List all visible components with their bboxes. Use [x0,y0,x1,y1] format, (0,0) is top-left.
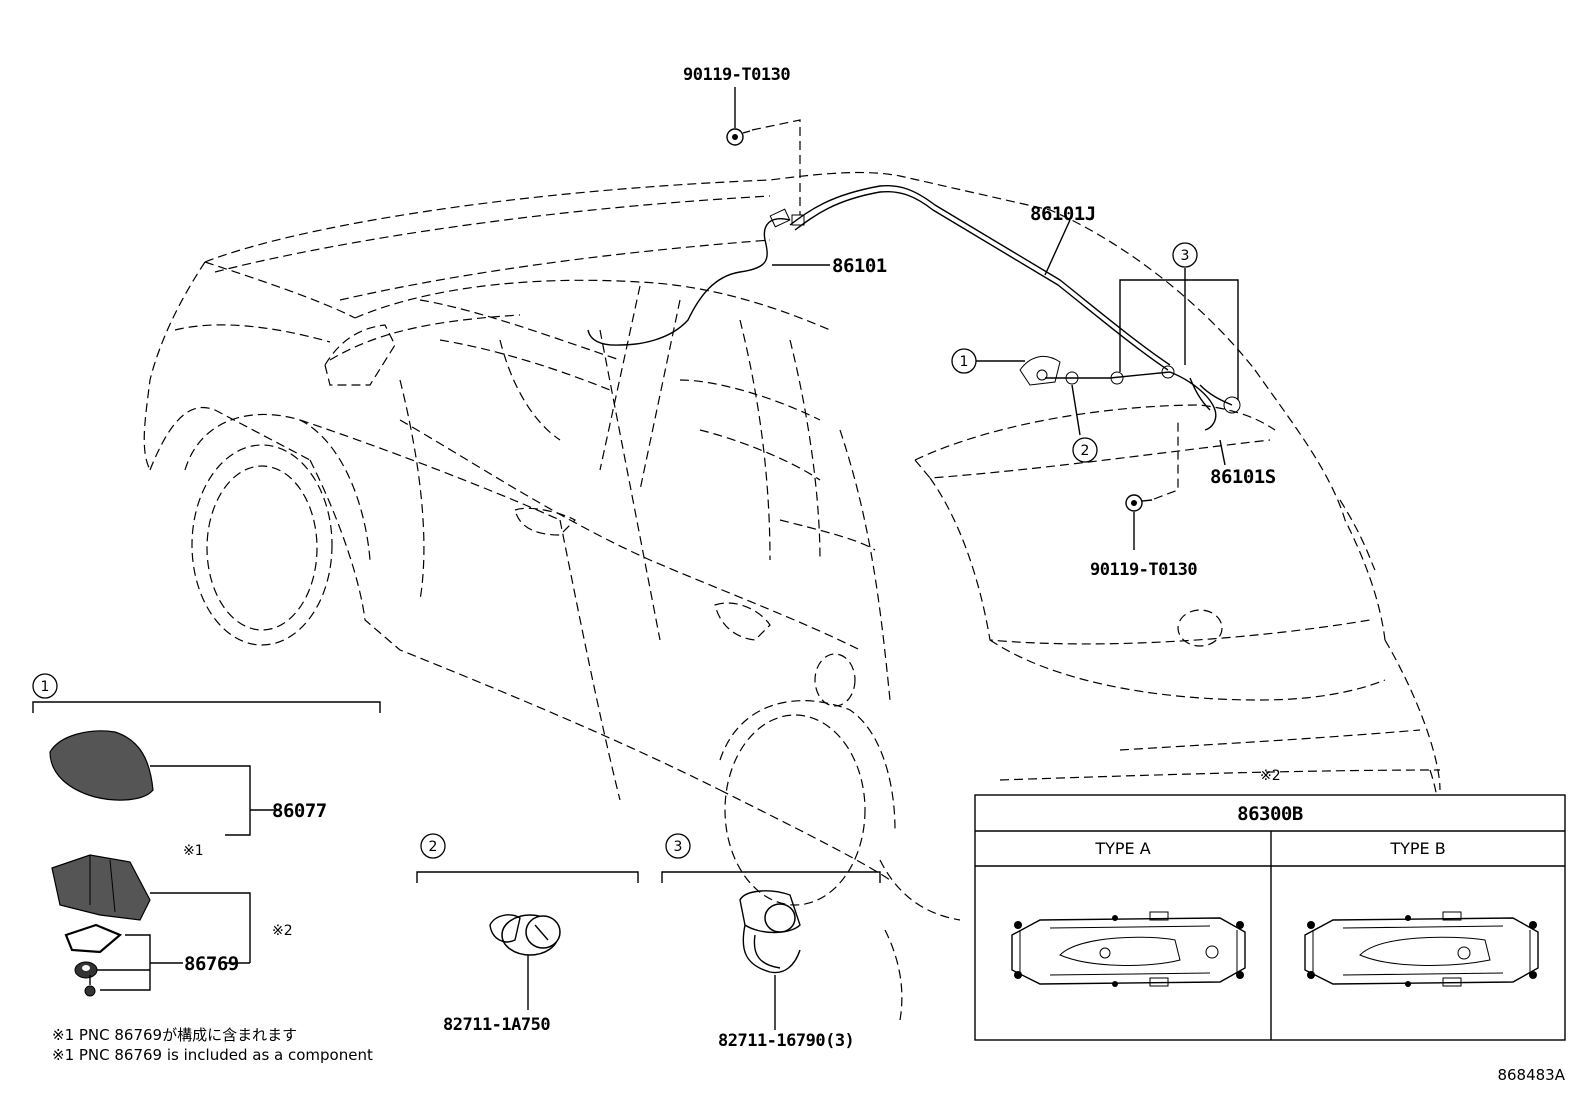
callout-2-car: 2 [1072,437,1098,463]
label-type-b: TYPE B [1389,839,1445,858]
screw-icon [84,975,96,997]
callout-1-car: 1 [951,348,977,374]
footnote-japanese: ※1 PNC 86769が構成に含まれます [52,1026,297,1044]
label-86101: 86101 [832,255,887,277]
label-86769: 86769 [184,953,239,975]
svg-text:2: 2 [1081,443,1090,459]
label-82711-16790: 82711-16790(3) [718,1031,854,1051]
leader-lines [772,219,1239,466]
svg-text:2: 2 [429,839,438,855]
car-outline [143,171,1441,1021]
clip-3-icon [739,890,801,1030]
amp-type-a-icon [1011,911,1246,987]
group-2-clip: 2 82711-1A750 [416,833,639,1035]
label-bolt-top: 90119-T0130 [683,65,790,85]
label-82711-1A750: 82711-1A750 [443,1015,550,1035]
bolt-bottom-icon [1125,420,1179,550]
svg-text:3: 3 [1181,248,1190,264]
svg-text:1: 1 [41,679,50,695]
diagram-id: 868483A [1497,1066,1565,1084]
label-bolt-bottom: 90119-T0130 [1090,560,1197,580]
label-mark-2: ※2 [272,923,293,939]
amp-table: 86300B TYPE A TYPE B [974,794,1566,1041]
nut-icon [74,961,98,979]
svg-text:1: 1 [960,354,969,370]
group-3-clip: 3 82711-16790(3) [661,833,881,1051]
footnote-english: ※1 PNC 86769 is included as a component [52,1046,373,1064]
label-mark-2-car: ※2 [1260,768,1281,784]
antenna-cords [587,184,1241,431]
label-86101J: 86101J [1030,203,1096,225]
label-86101S: 86101S [1210,466,1276,488]
label-mark-1: ※1 [183,843,204,859]
amp-type-b-icon [1304,911,1539,987]
svg-text:3: 3 [674,839,683,855]
gasket-icon [64,923,123,954]
callout-3-car: 3 [1172,242,1198,268]
label-86077: 86077 [272,800,327,822]
shark-fin-antenna-icon [49,730,154,801]
clip-2-icon [489,914,561,1010]
label-86300B: 86300B [1237,803,1303,825]
label-type-a: TYPE A [1094,839,1150,858]
antenna-base-icon [51,854,151,921]
group-1-antenna: 1 86077 ※1 ※2 86769 [32,673,381,997]
bolt-top-icon [726,87,801,215]
